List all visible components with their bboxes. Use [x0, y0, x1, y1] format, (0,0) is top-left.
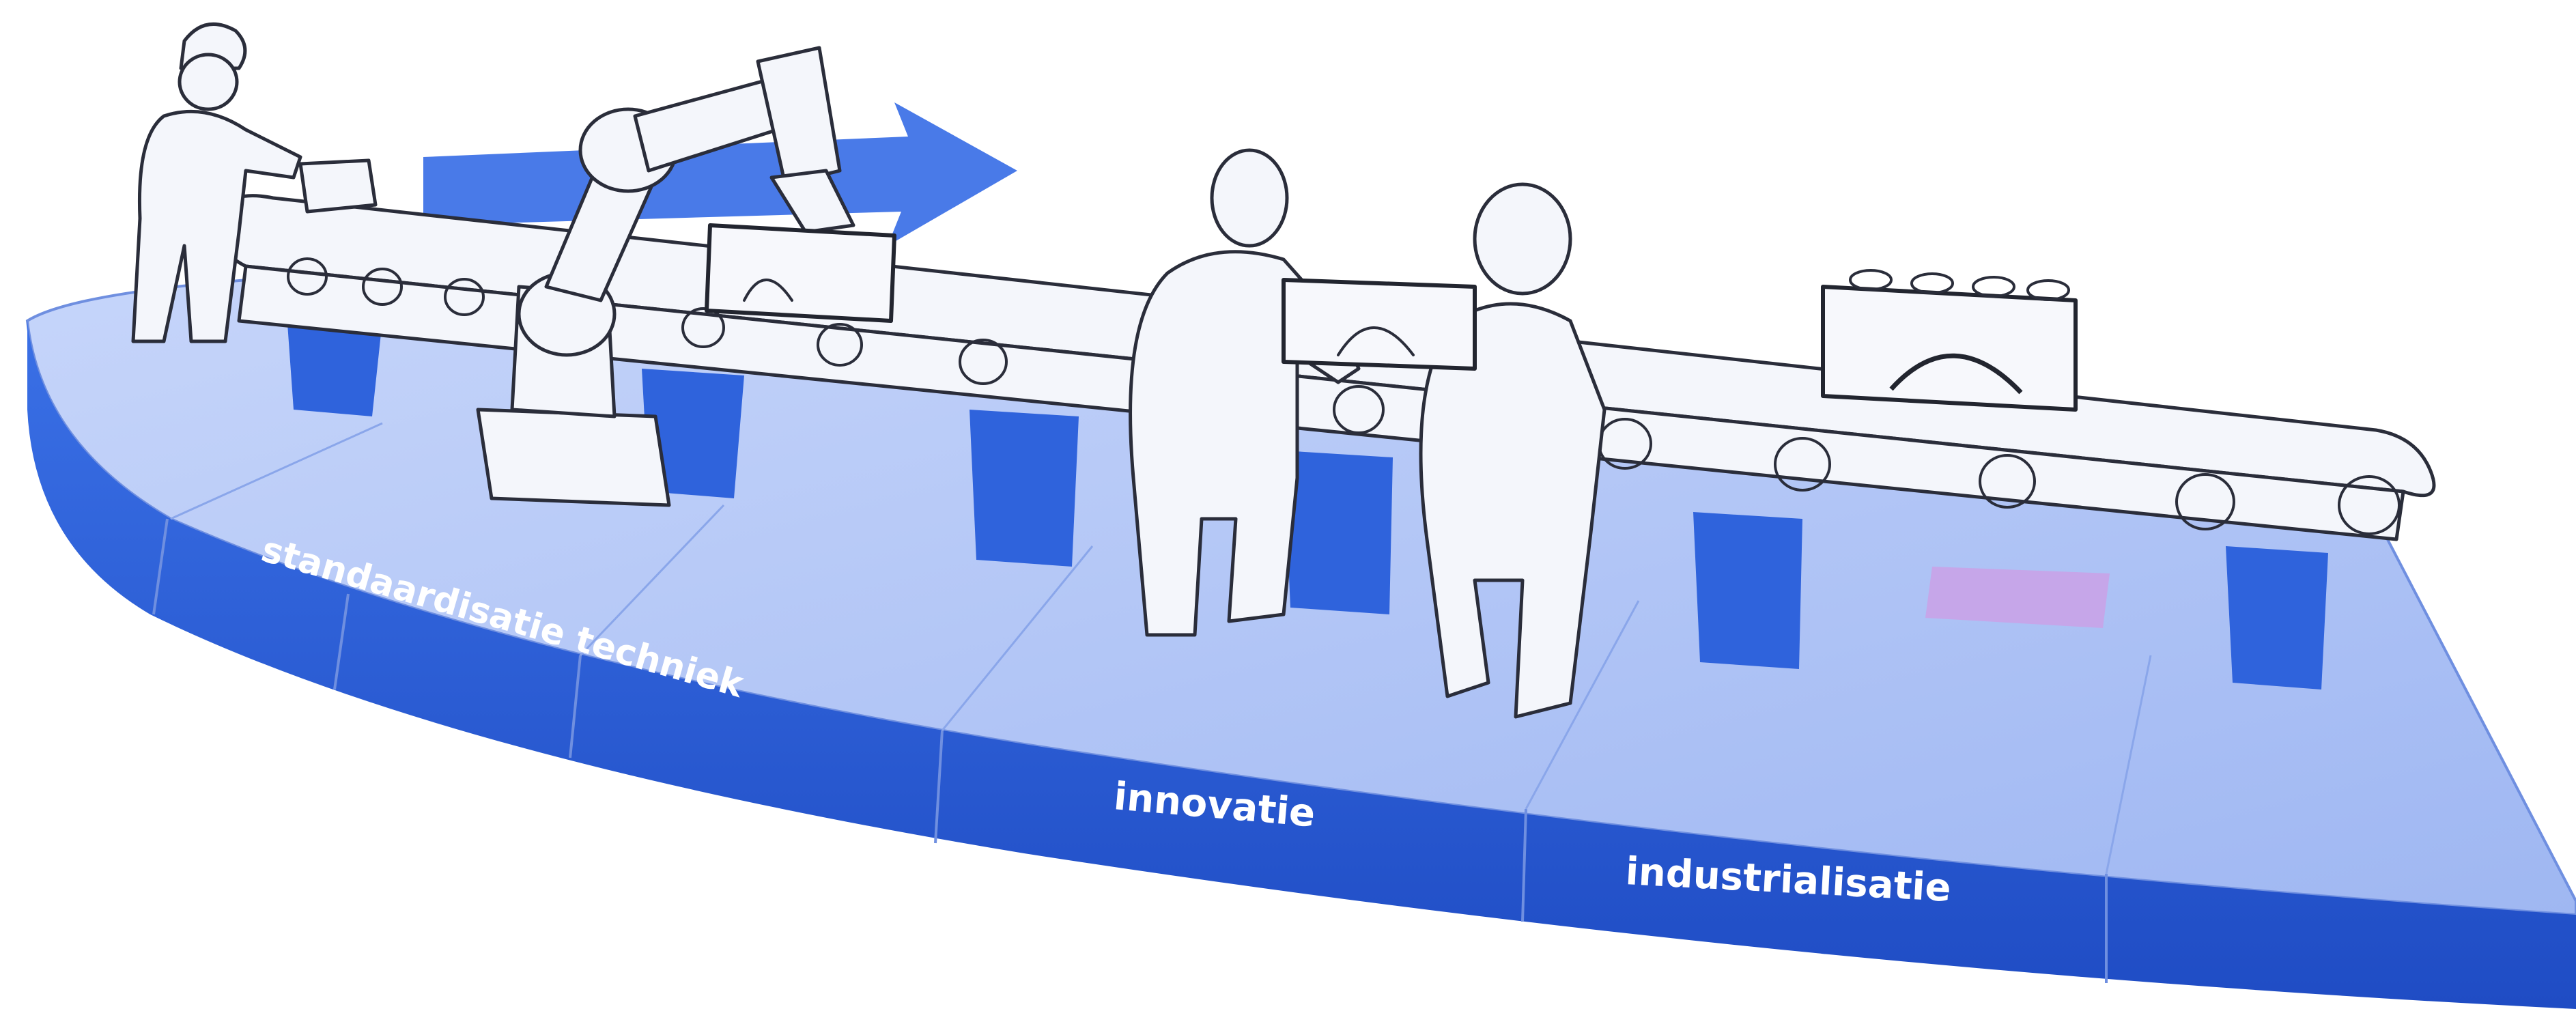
conveyor-supports [287, 314, 2328, 690]
floor-seams [170, 422, 2152, 875]
platform-side [27, 321, 2576, 1009]
pink-block [1925, 567, 2110, 628]
worker-figure-icon [131, 22, 378, 343]
brick-block-icon [1282, 278, 1477, 371]
brick-block-icon [705, 223, 896, 323]
brick-block-icon [1821, 269, 2078, 412]
direction-arrow-icon [423, 102, 1017, 246]
segment-dividers [152, 518, 2108, 983]
robot-arm-icon [476, 46, 855, 507]
